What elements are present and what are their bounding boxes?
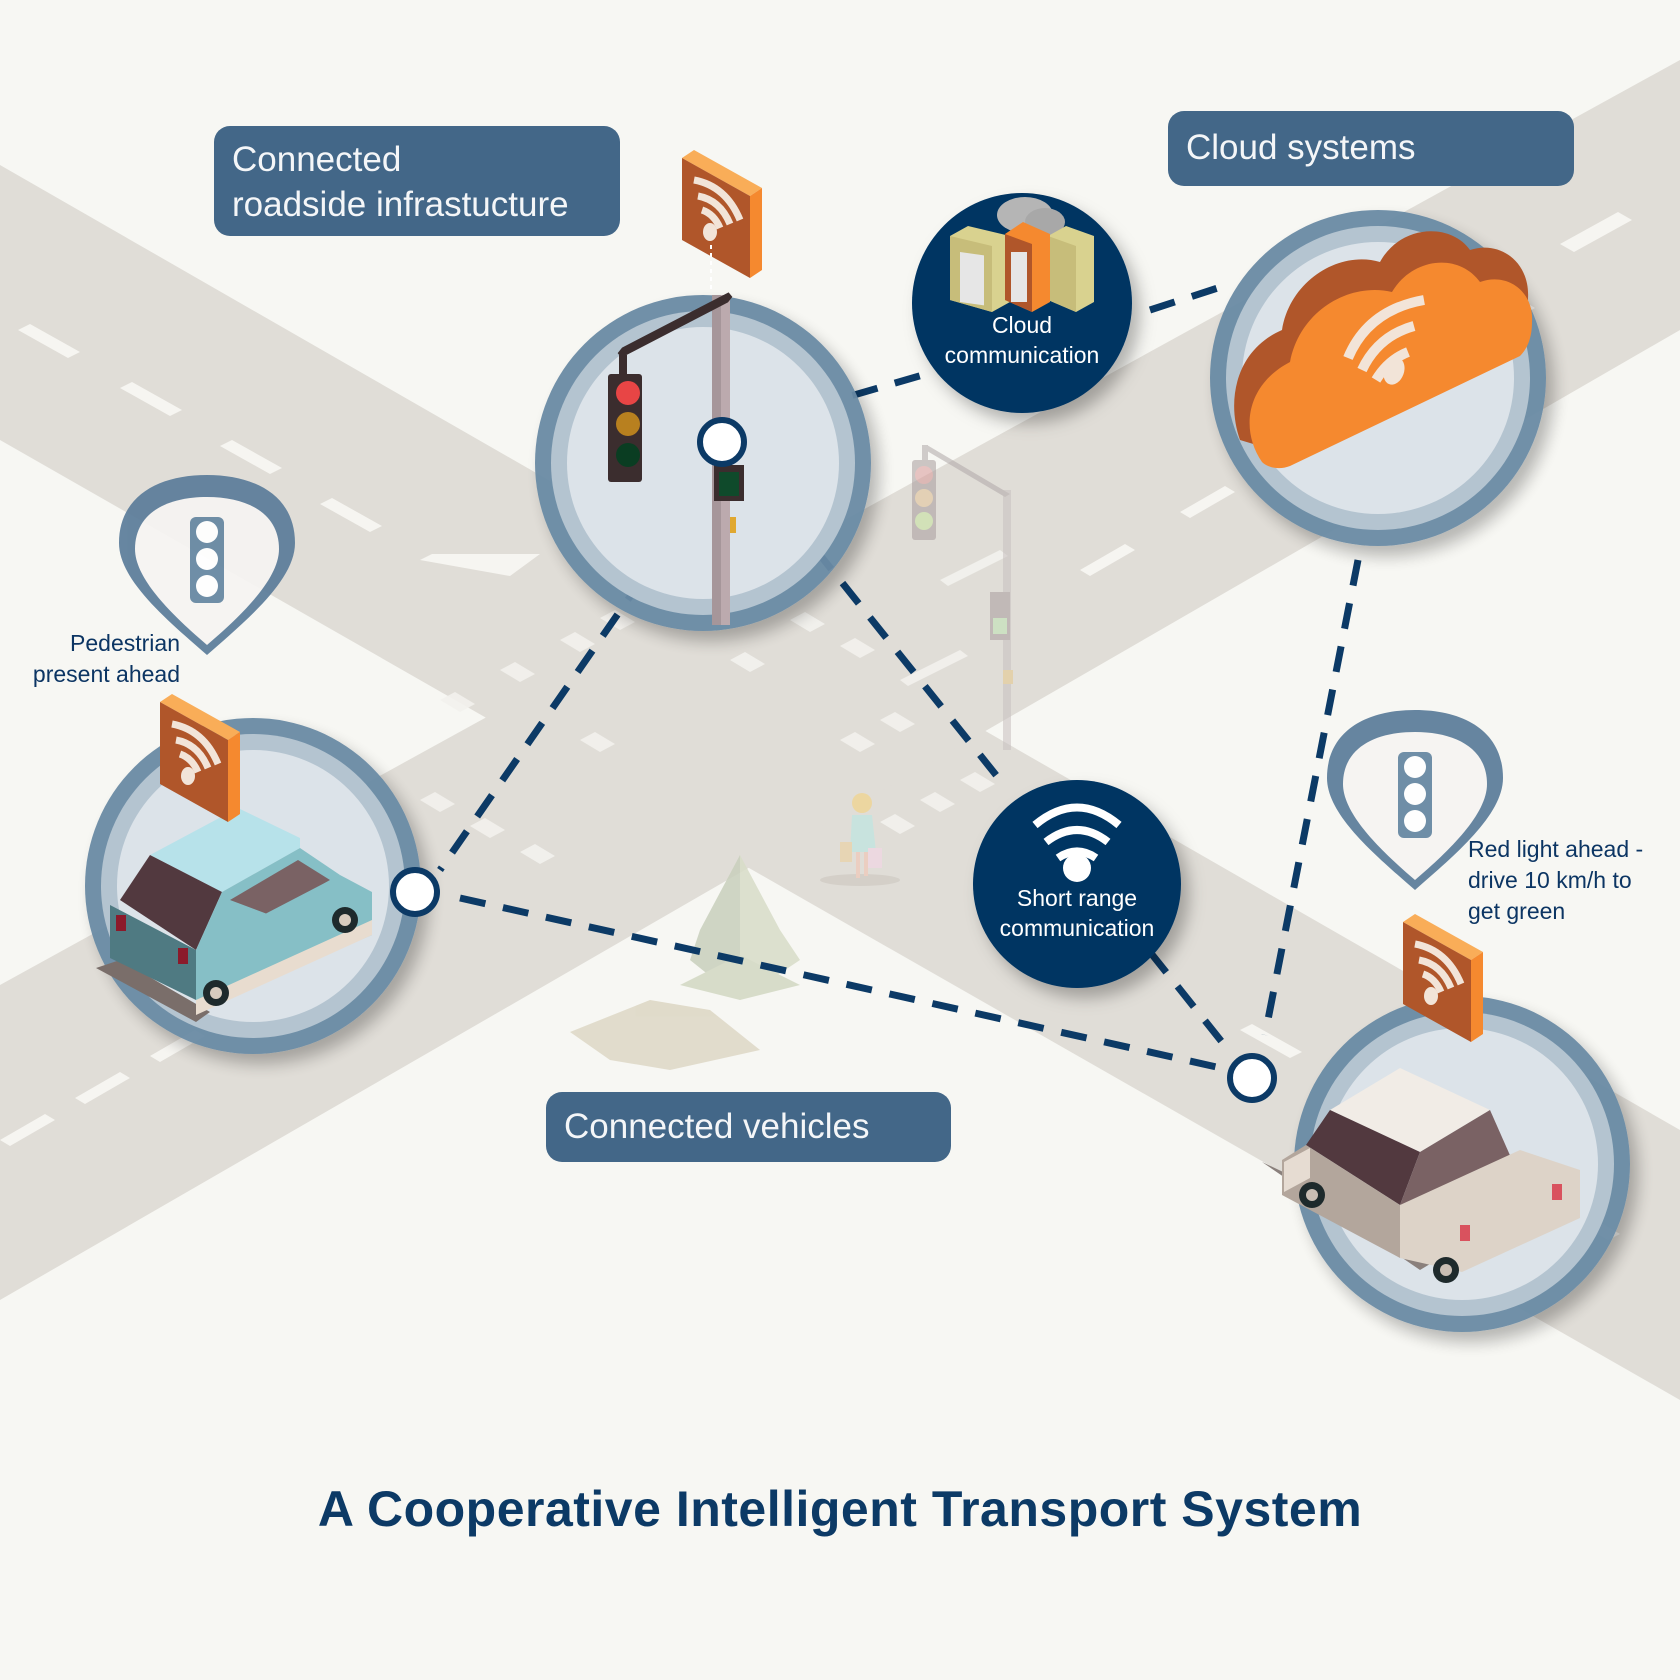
link-cloud-comm-to-cloud <box>1148 280 1232 314</box>
diagram-title: A Cooperative Intelligent Transport Syst… <box>317 1481 1363 1537</box>
pedestrian-icon <box>820 793 900 886</box>
node-line-2: communication <box>999 915 1155 941</box>
link-short-range-to-car-right <box>1147 949 1233 1055</box>
car-icon <box>1262 1068 1580 1283</box>
pedestrian-alert-text: Pedestrian present ahead <box>0 628 180 690</box>
label-line-1: Connected <box>232 140 402 179</box>
label-connected-roadside-infrastructure: Connected roadside infrastucture <box>214 126 620 236</box>
short-range-communication-node[interactable] <box>973 780 1181 988</box>
note-line-2: present ahead <box>32 661 180 687</box>
wifi-signal-icon <box>682 150 762 278</box>
label-line-2: roadside infrastucture <box>232 185 569 224</box>
note-line-1: Pedestrian <box>70 630 180 656</box>
roadside-infrastructure-node[interactable] <box>535 292 871 631</box>
wifi-signal-icon <box>1032 803 1122 862</box>
node-line-1: Cloud <box>991 312 1053 338</box>
note-line-2: drive 10 km/h to <box>1468 867 1632 893</box>
red-light-alert-text: Red light ahead - drive 10 km/h to get g… <box>1468 834 1680 927</box>
server-rack-icon <box>950 197 1094 312</box>
short-range-communication-label: Short range communication <box>977 883 1177 943</box>
note-line-3: get green <box>1468 898 1566 924</box>
label-text: Connected vehicles <box>564 1107 870 1146</box>
vehicle-right-connection-point[interactable] <box>1227 1053 1277 1103</box>
node-line-1: Short range <box>1016 885 1138 911</box>
car-icon <box>96 808 372 1022</box>
vehicle-left-connection-point[interactable] <box>390 867 440 917</box>
tree-icon <box>570 855 800 1070</box>
node-line-2: communication <box>944 342 1100 368</box>
link-infra-to-car-left <box>437 468 721 872</box>
link-cloud-to-car-right <box>1261 559 1362 1036</box>
connected-vehicle-right-node[interactable] <box>1262 996 1630 1332</box>
label-text: Cloud systems <box>1186 128 1416 167</box>
label-connected-vehicles: Connected vehicles <box>546 1092 951 1162</box>
background-traffic-light-icon <box>912 445 1013 750</box>
cloud-communication-label: Cloud communication <box>922 310 1122 370</box>
connected-vehicle-left-node[interactable] <box>85 718 440 1054</box>
cloud-wifi-icon <box>1234 231 1533 469</box>
label-cloud-systems: Cloud systems <box>1168 111 1574 186</box>
infra-connection-point[interactable] <box>697 417 747 467</box>
cloud-communication-node[interactable] <box>912 193 1132 413</box>
cloud-systems-node[interactable] <box>1210 210 1546 546</box>
note-line-1: Red light ahead - <box>1468 836 1644 862</box>
